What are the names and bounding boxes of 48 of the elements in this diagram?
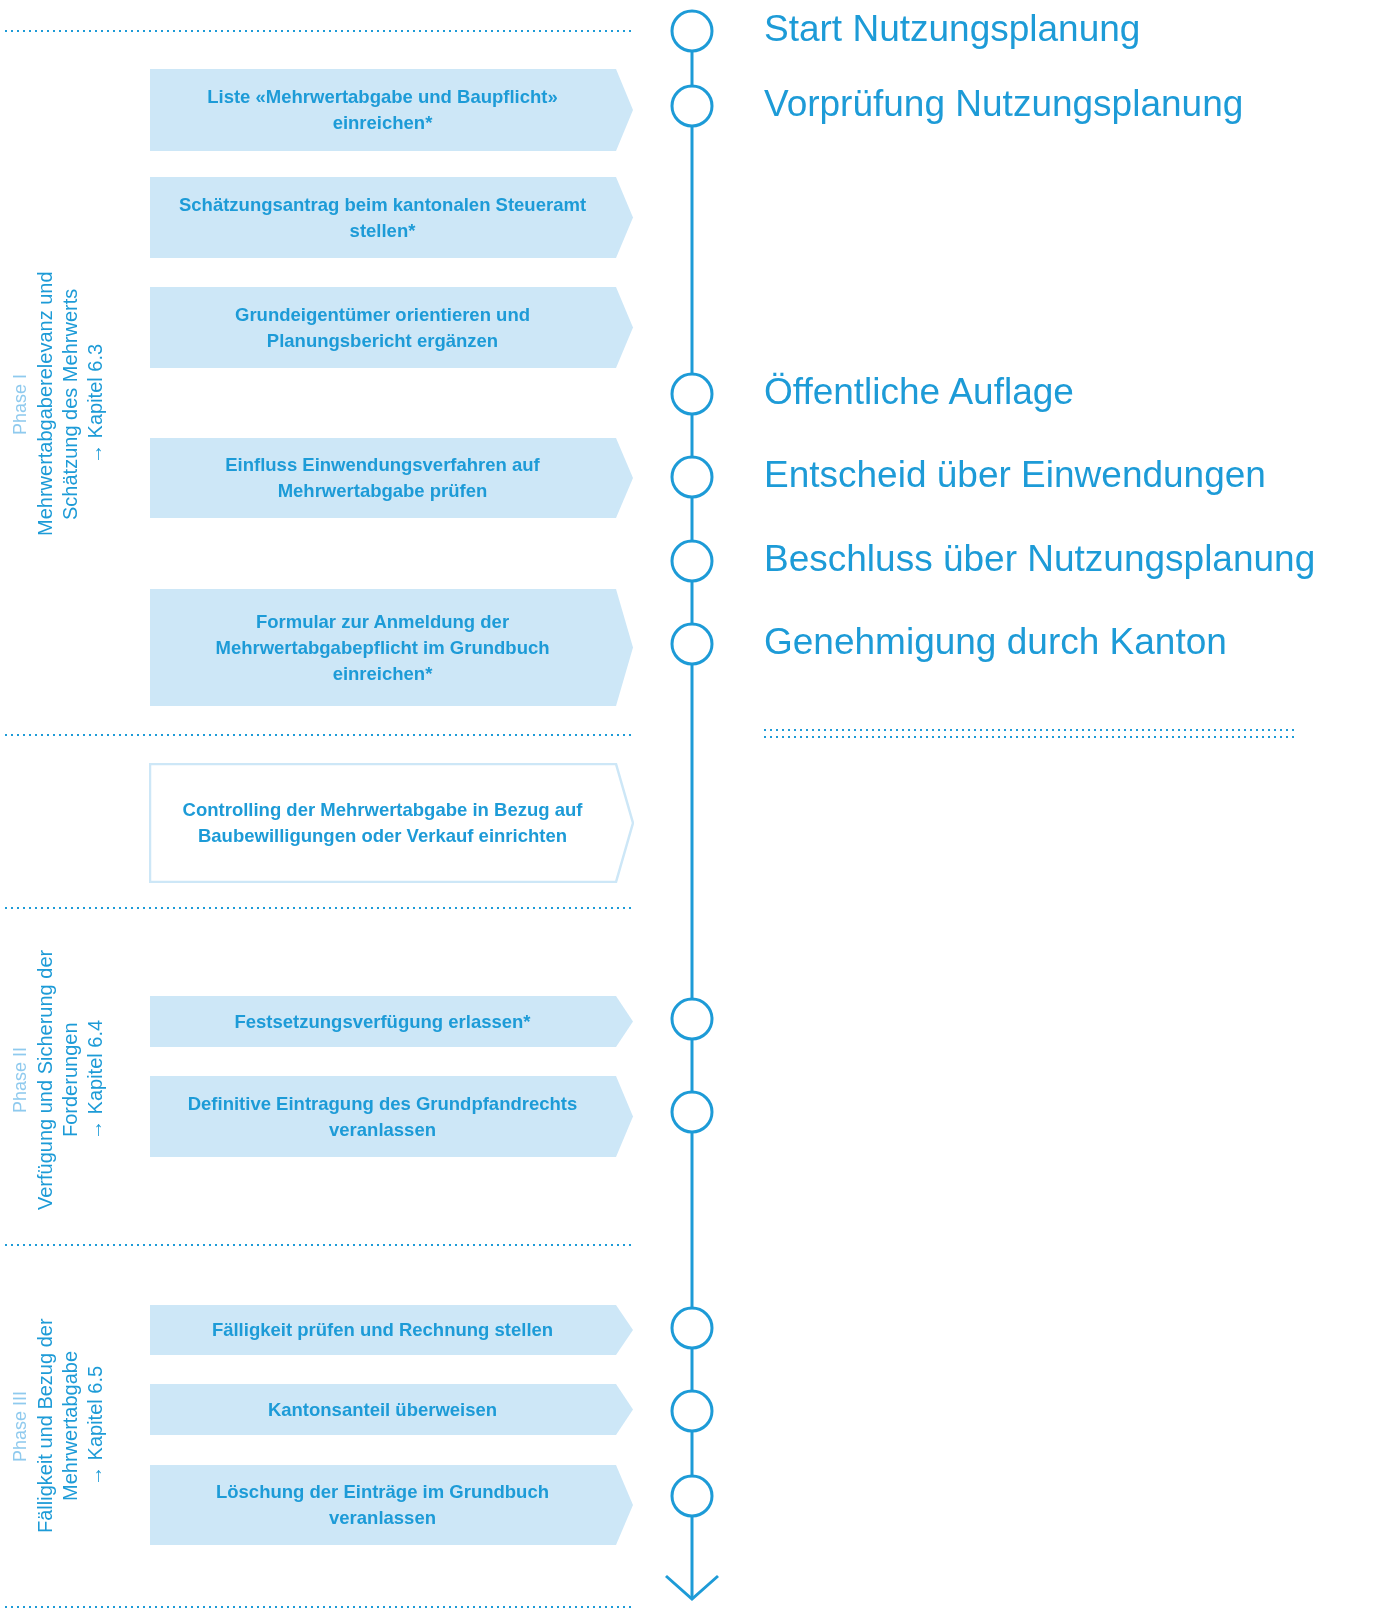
milestone-label: Entscheid über Einwendungen bbox=[764, 453, 1266, 497]
milestone-circle bbox=[670, 1389, 714, 1433]
phase-label: Phase III bbox=[9, 1389, 31, 1464]
milestone-circle bbox=[670, 1090, 714, 1134]
chapter-reference: → Kapitel 6.3 bbox=[83, 342, 107, 467]
milestone-label: Genehmigung durch Kanton bbox=[764, 620, 1227, 664]
timeline-line bbox=[690, 497, 694, 541]
phase-label: Phase I bbox=[9, 372, 31, 437]
milestone-circle bbox=[670, 1306, 714, 1350]
milestone-circle bbox=[670, 1474, 714, 1518]
timeline-line bbox=[690, 1132, 694, 1308]
section-title: Fälligkeit und Bezug der Mehrwertabgabe bbox=[33, 1317, 82, 1536]
process-step-box: Einfluss Einwendungsverfahren auf Mehrwertabgabe prüfen bbox=[149, 437, 634, 519]
milestone-label: Öffentliche Auflage bbox=[764, 370, 1074, 414]
milestone-label: Start Nutzungsplanung bbox=[764, 7, 1141, 51]
process-step-box: Grundeigentümer orientieren und Planungsbericht ergänzen bbox=[149, 286, 634, 369]
milestone-circle bbox=[670, 997, 714, 1041]
milestone-label: Vorprüfung Nutzungsplanung bbox=[764, 82, 1244, 126]
chapter-reference: → Kapitel 6.5 bbox=[83, 1364, 107, 1489]
timeline-line bbox=[690, 1039, 694, 1092]
process-step-box: Liste «Mehrwertabgabe und Baupflicht» einreichen* bbox=[149, 68, 634, 152]
process-step-box: Festsetzungsverfügung erlassen* bbox=[149, 995, 634, 1048]
milestone-circle bbox=[670, 622, 714, 666]
milestone-circle bbox=[670, 539, 714, 583]
process-step-box: Definitive Eintragung des Grundpfandrechts veranlassen bbox=[149, 1075, 634, 1158]
process-step-box: Fälligkeit prüfen und Rechnung stellen bbox=[149, 1304, 634, 1356]
timeline-line bbox=[690, 664, 694, 999]
milestone-circle bbox=[670, 9, 714, 53]
section-title: Verfügung und Sicherung der Forderungen bbox=[33, 948, 82, 1213]
milestone-label: Beschluss über Nutzungsplanung bbox=[764, 537, 1316, 581]
timeline-line bbox=[690, 414, 694, 457]
chapter-reference: → Kapitel 6.4 bbox=[83, 1018, 107, 1143]
timeline-arrow bbox=[664, 1516, 720, 1601]
phase-label: Phase II bbox=[9, 1046, 31, 1116]
process-step-box: Controlling der Mehrwertabgabe in Bezug auf Baubewilligungen oder Verkauf einrichten bbox=[149, 763, 634, 883]
process-step-box: Löschung der Einträge im Grundbuch veranlassen bbox=[149, 1464, 634, 1546]
section-title: Mehrwertabgaberelevanz und Schätzung des Mehrwerts bbox=[33, 270, 82, 539]
milestone-circle bbox=[670, 84, 714, 128]
milestone-circle bbox=[670, 372, 714, 416]
process-step-box: Schätzungsantrag beim kantonalen Steueramt stellen* bbox=[149, 176, 634, 259]
timeline-line bbox=[690, 1431, 694, 1476]
process-step-box: Kantonsanteil überweisen bbox=[149, 1383, 634, 1436]
timeline-line bbox=[690, 51, 694, 86]
timeline-line bbox=[690, 581, 694, 624]
milestone-circle bbox=[670, 455, 714, 499]
timeline-line bbox=[690, 1348, 694, 1391]
process-step-box: Formular zur Anmeldung der Mehrwertabgabepflicht im Grundbuch einreichen* bbox=[149, 588, 634, 707]
timeline-line bbox=[690, 126, 694, 374]
